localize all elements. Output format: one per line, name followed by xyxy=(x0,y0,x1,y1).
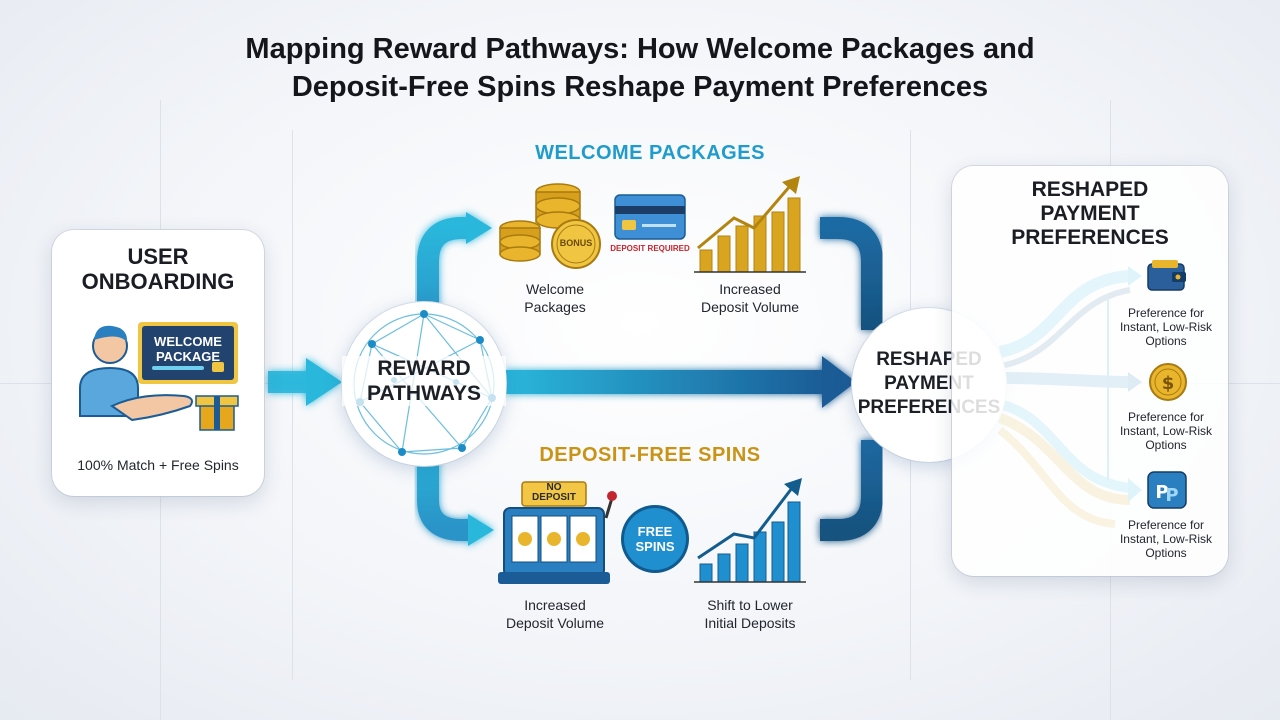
hand-icon xyxy=(110,394,193,422)
spins-item-label-line: Deposit Volume xyxy=(505,615,605,631)
arrow-hub-to-center xyxy=(505,356,856,408)
preference-label-line: Instant, Low-Risk xyxy=(1119,320,1213,334)
preference-label-line: Preference for xyxy=(1127,410,1205,424)
growth-chart-gold-icon xyxy=(694,176,806,273)
welcome-packages-heading: WELCOME PACKAGES xyxy=(535,142,765,164)
user-with-welcome-package-illustration xyxy=(79,322,239,431)
welcome-item-label: Increased Deposit Volume xyxy=(680,280,820,316)
slot-machine-icon xyxy=(498,481,617,584)
preference-label: Preference for Instant, Low-Risk Options xyxy=(1108,410,1224,452)
title-line: Deposit-Free Spins Reshape Payment Prefe… xyxy=(291,71,989,103)
welcome-item-label-line: Welcome xyxy=(525,281,585,297)
user-onboarding-card: USER ONBOARDING WELCOME PACKAGE 100% Mat… xyxy=(52,230,264,496)
free-spins-badge: FREE SPINS xyxy=(624,508,686,570)
free-spins-badge-line: SPINS xyxy=(635,539,675,554)
preference-label: Preference for Instant, Low-Risk Options xyxy=(1108,518,1224,560)
right-panel-title-line: PREFERENCES xyxy=(1011,226,1169,249)
arrow-hub-to-welcome xyxy=(417,212,492,330)
coin-label: BONUS xyxy=(559,238,593,248)
onboarding-title-line: ONBOARDING xyxy=(81,269,235,294)
arrow-onboarding-to-hub xyxy=(268,358,342,406)
no-deposit-sign-line: DEPOSIT xyxy=(532,492,576,503)
spins-item-label: Shift to Lower Initial Deposits xyxy=(680,596,820,632)
preference-label-line: Options xyxy=(1145,334,1187,348)
no-deposit-sign: NO DEPOSIT xyxy=(522,483,586,503)
title-line: Mapping Reward Pathways: How Welcome Pac… xyxy=(245,33,1035,65)
preference-label-line: Instant, Low-Risk xyxy=(1119,424,1213,438)
wallet-icon xyxy=(1147,260,1186,291)
svg-text:P: P xyxy=(1165,485,1178,506)
free-spins-badge-line: FREE xyxy=(637,524,673,539)
grid-line xyxy=(292,130,293,680)
right-panel-title: RESHAPED PAYMENT PREFERENCES xyxy=(952,178,1228,250)
spins-item-label-line: Shift to Lower xyxy=(707,597,793,613)
right-panel-title-line: RESHAPED xyxy=(1031,178,1149,201)
banner-text-line: PACKAGE xyxy=(155,349,221,364)
banner-text-line: WELCOME xyxy=(154,334,222,349)
svg-text:P: P xyxy=(1155,482,1168,503)
connector-spins-to-center xyxy=(820,440,883,541)
dollar-coin-icon: $ xyxy=(1149,363,1187,401)
paypal-icon: P P xyxy=(1147,471,1187,509)
preference-label: Preference for Instant, Low-Risk Options xyxy=(1108,306,1224,348)
gift-icon xyxy=(195,395,239,431)
spins-item-label-line: Initial Deposits xyxy=(704,615,796,631)
welcome-item-label-line: Packages xyxy=(524,299,586,315)
welcome-item-label: Welcome Packages xyxy=(490,280,620,316)
right-panel-title-line: PAYMENT xyxy=(1040,202,1140,225)
deposit-required-label: DEPOSIT REQUIRED xyxy=(610,244,690,253)
spins-item-label-line: Increased xyxy=(524,597,586,613)
welcome-package-banner xyxy=(138,322,238,384)
welcome-item-label-line: Increased xyxy=(719,281,781,297)
svg-text:$: $ xyxy=(1162,373,1175,394)
preference-label-line: Options xyxy=(1145,438,1187,452)
spins-item-label: Increased Deposit Volume xyxy=(490,596,620,632)
bonus-coins-icon xyxy=(499,183,601,269)
credit-card-icon xyxy=(614,194,686,240)
hub-label-line: REWARD xyxy=(377,357,471,380)
onboarding-title-line: USER xyxy=(127,244,189,269)
onboarding-caption: 100% Match + Free Spins xyxy=(77,457,239,473)
hub-label-line: PATHWAYS xyxy=(367,382,481,405)
page-title: Mapping Reward Pathways: How Welcome Pac… xyxy=(0,30,1280,106)
onboarding-title: USER ONBOARDING xyxy=(52,244,264,294)
preference-label-line: Preference for xyxy=(1127,518,1205,532)
growth-chart-blue-icon xyxy=(694,478,806,583)
preference-label-line: Options xyxy=(1145,546,1187,560)
reward-pathways-hub: REWARD PATHWAYS xyxy=(342,302,506,466)
no-deposit-sign-line: NO xyxy=(546,482,562,493)
connector-welcome-to-center xyxy=(820,217,883,330)
hub-label: REWARD PATHWAYS xyxy=(342,356,506,406)
banner-text: WELCOME PACKAGE xyxy=(142,334,234,364)
preference-label-line: Preference for xyxy=(1127,306,1205,320)
arrow-hub-to-spins xyxy=(417,440,494,546)
welcome-item-label-line: Deposit Volume xyxy=(700,299,800,315)
preference-label-line: Instant, Low-Risk xyxy=(1119,532,1213,546)
center-node-label-line: PAYMENT xyxy=(884,373,974,394)
deposit-free-spins-heading: DEPOSIT-FREE SPINS xyxy=(539,444,761,466)
